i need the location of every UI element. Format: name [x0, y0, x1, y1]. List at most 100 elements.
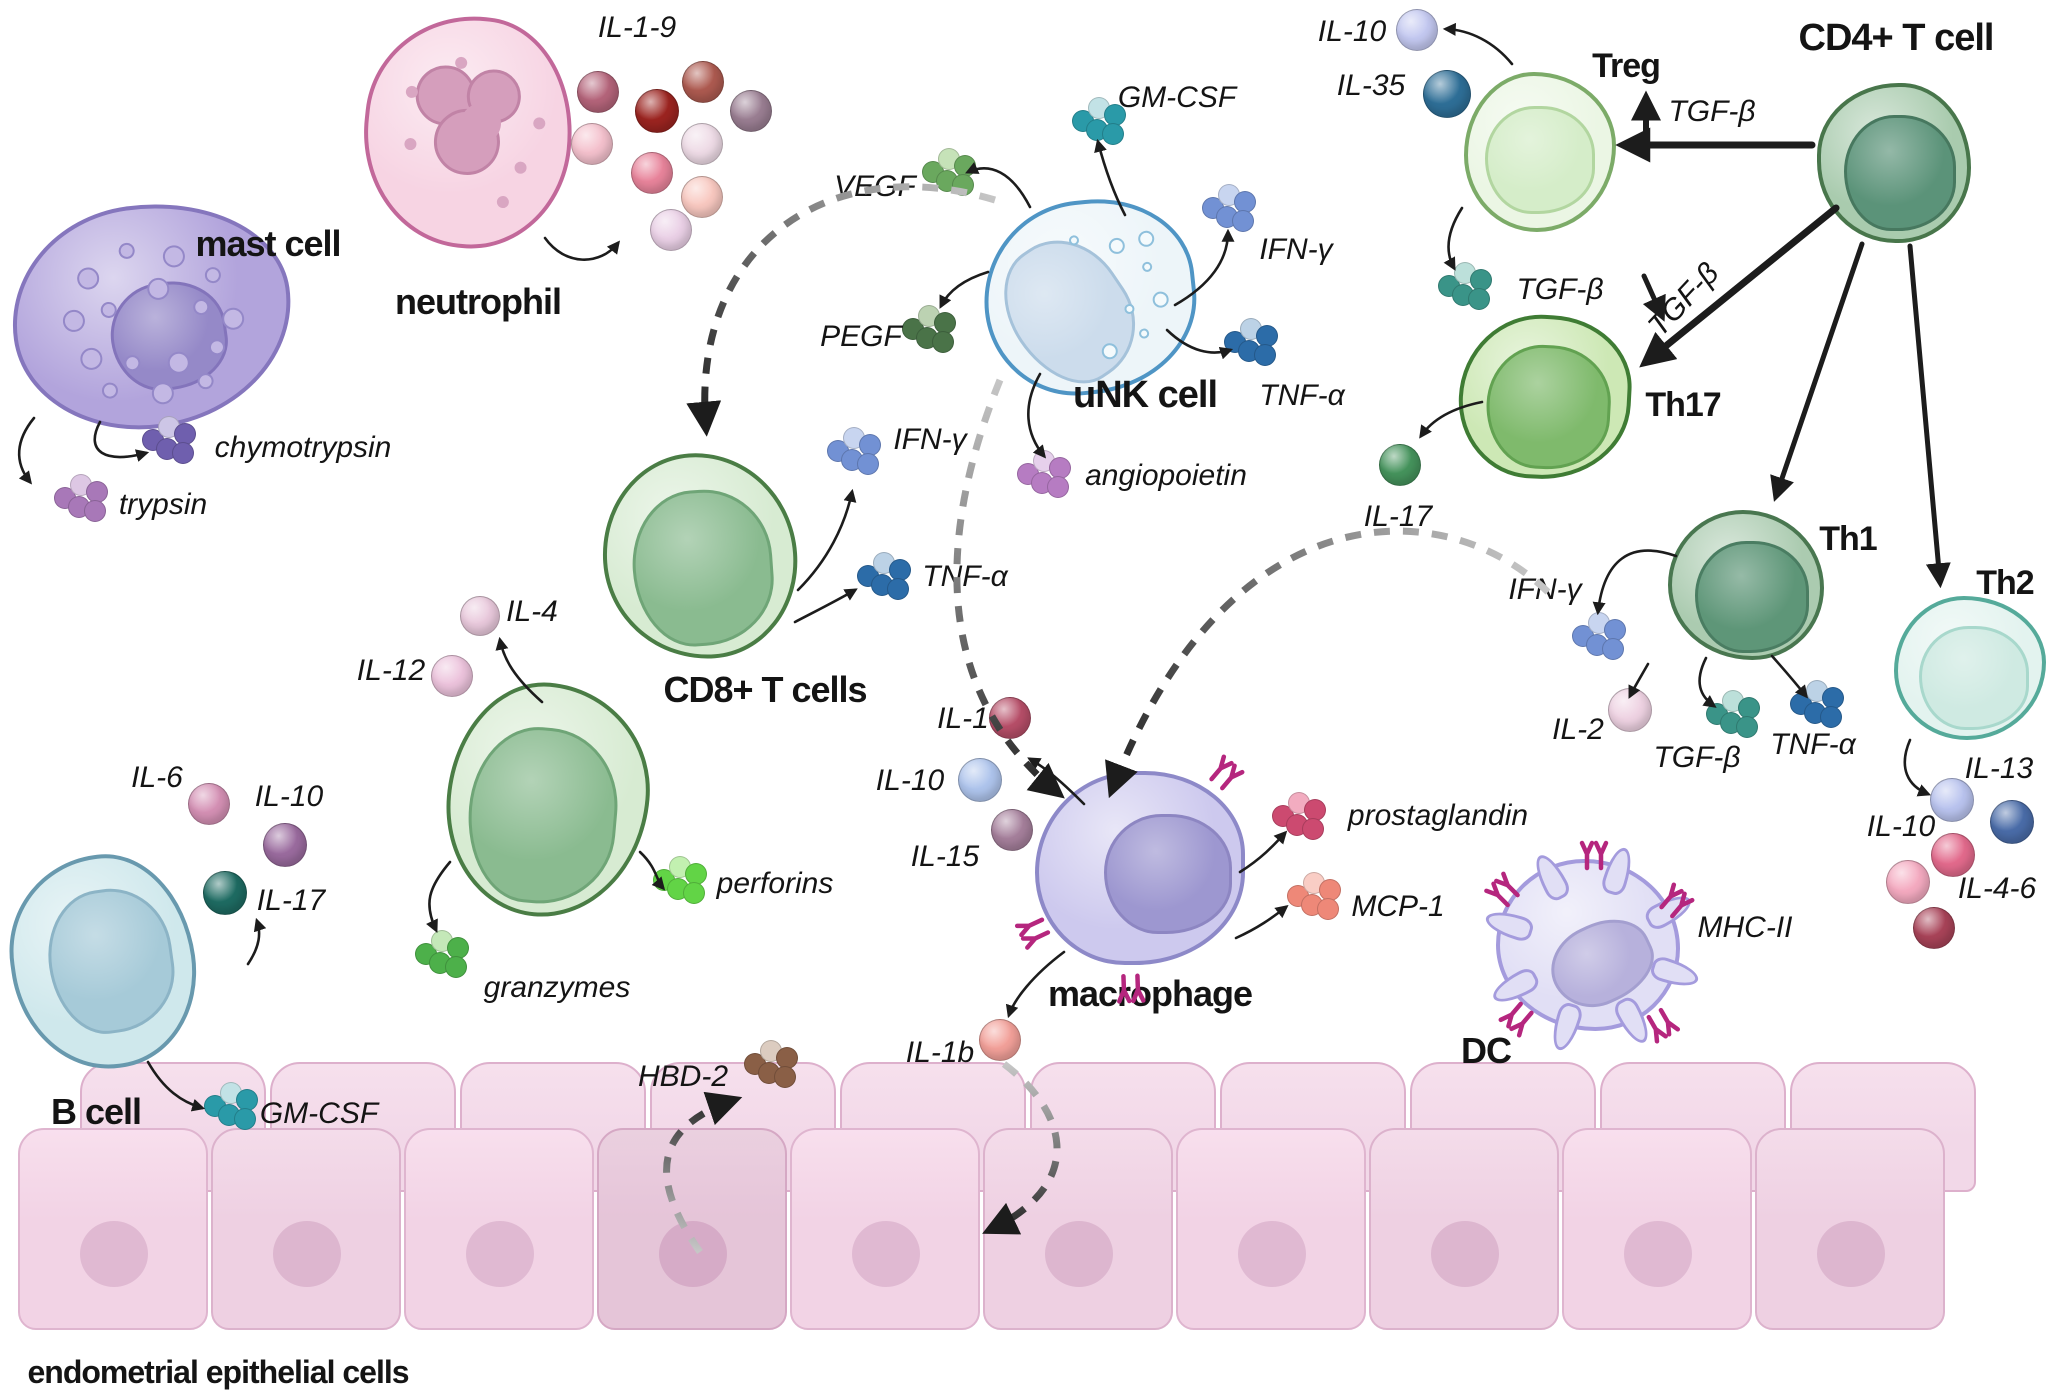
cell-neutrophil [352, 5, 584, 259]
neutrophil-granule [454, 56, 468, 70]
molecule-cluster-tnfa-unk [1254, 344, 1276, 366]
arrow-neutrophil-il19 [543, 236, 621, 261]
molecule-th2-blue [1990, 800, 2034, 844]
label-tnfa-cd8: TNF-α [922, 560, 1008, 593]
molecule-cluster-ifng-cd8 [857, 453, 879, 475]
unk-vesicle [1108, 237, 1126, 255]
arrow-th1-tnfa [1770, 654, 1809, 699]
molecule-il19-c [682, 61, 724, 103]
molecule-cluster-pegf [932, 331, 954, 353]
molecule-il19-e [571, 123, 613, 165]
nucleus-of-treg [1485, 106, 1595, 214]
label-th2: Th2 [1976, 564, 2034, 602]
label-vegf: VEGF [834, 170, 916, 203]
label-il10-macro: IL-10 [875, 764, 945, 797]
molecule-il10-bcell [263, 823, 307, 867]
arrow-macrophage-mcp1 [1234, 904, 1289, 940]
arrow-unk-pegf [939, 270, 990, 309]
label-trypsin: trypsin [118, 488, 208, 521]
label-mhc2: MHC-II [1697, 911, 1793, 944]
dc-dendrite [1610, 994, 1655, 1049]
molecule-il13 [1930, 778, 1974, 822]
mast-cell-granule [61, 308, 87, 334]
dashed-arrow-unk-to-cd8 [686, 183, 997, 437]
molecule-il19-g [631, 152, 673, 194]
label-angiopoietin: angiopoietin [1085, 459, 1247, 492]
label-endometrial-epithelial-cells: endometrial epithelial cells [27, 1354, 409, 1390]
epithelial-nucleus [1816, 1221, 1885, 1288]
label-treg: Treg [1592, 47, 1661, 85]
molecule-il6 [188, 783, 230, 825]
nucleus-of-th1 [1695, 541, 1809, 653]
label-tnfa-unk: TNF-α [1259, 379, 1345, 412]
label-chymotrypsin: chymotrypsin [214, 431, 392, 464]
dc-dendrite [1529, 849, 1574, 904]
epithelial-cell [211, 1128, 401, 1330]
label-il19: IL-1-9 [597, 11, 677, 44]
label-il12: IL-12 [356, 654, 426, 687]
label-dc: DC [1461, 1030, 1512, 1071]
mast-cell-granule [78, 346, 104, 372]
molecule-cluster-prostaglandin [1302, 818, 1324, 840]
epithelial-nucleus [79, 1221, 148, 1288]
label-il17-th17: IL-17 [1363, 500, 1433, 533]
epithelial-cell [1755, 1128, 1945, 1330]
label-il4: IL-4 [506, 595, 558, 628]
molecule-il19-b [635, 89, 679, 133]
mast-cell-granule [100, 381, 120, 400]
label-tnfa-th1: TNF-α [1770, 728, 1856, 761]
arrow-cd8-tnfa [793, 588, 858, 624]
molecule-il35 [1423, 70, 1471, 118]
label-il10-treg: IL-10 [1317, 15, 1387, 48]
arrow-cd8b-granzymes [426, 860, 452, 933]
mhc2-receptor-icon [1646, 1007, 1681, 1044]
cell-macrophage [1035, 771, 1245, 965]
arrow-treg-il10 [1442, 22, 1514, 66]
label-unk-cell: uNK cell [1072, 374, 1218, 416]
mast-cell-granule [196, 372, 215, 391]
epithelial-cell [404, 1128, 594, 1330]
label-il10-th2: IL-10 [1866, 810, 1936, 843]
molecule-cluster-ifng-unk [1232, 210, 1254, 232]
dc-dendrite [1599, 844, 1637, 898]
label-cd8-t-cells: CD8+ T cells [663, 669, 867, 710]
epithelial-cell [1369, 1128, 1559, 1330]
molecule-il1 [989, 697, 1031, 739]
label-tgfb-th1: TGF-β [1653, 741, 1741, 774]
molecule-cluster-tgfb-treg [1468, 288, 1490, 310]
cell-cd8-t-cell-2 [437, 674, 659, 926]
arrow-th1-tgfb [1698, 656, 1717, 708]
nucleus-of-th17 [1483, 342, 1614, 473]
dashed-arrow-th1-to-macrophage [1105, 527, 1551, 799]
label-il6: IL-6 [131, 761, 183, 794]
arrow-unk-vegf [965, 162, 1032, 209]
label-tgfb-down: TGF-β [1641, 256, 1726, 343]
epithelial-cell [1176, 1128, 1366, 1330]
cell-unk-cell [974, 189, 1206, 406]
cell-cd4-t-cell [1817, 83, 1971, 243]
nucleus-of-cd4-t-cell [1844, 115, 1956, 231]
neutrophil-granule [513, 161, 528, 175]
epithelial-cell [790, 1128, 980, 1330]
molecule-cluster-tnfa-cd8 [887, 578, 909, 600]
molecule-il19-i [650, 209, 692, 251]
label-tgfb-treg: TGF-β [1516, 273, 1604, 306]
epithelial-nucleus [465, 1221, 534, 1288]
epithelial-cell [983, 1128, 1173, 1330]
label-il1b: IL-1b [905, 1036, 975, 1069]
neutrophil-granule [496, 195, 510, 209]
label-ifng-unk: IFN-γ [1259, 233, 1333, 266]
molecule-cluster-hbd2 [774, 1066, 796, 1088]
molecule-il19-f [681, 123, 723, 165]
label-cd4-t-cell: CD4+ T cell [1798, 17, 1995, 59]
label-ifng-cd8: IFN-γ [893, 423, 967, 456]
label-tgfb-up: TGF-β [1668, 95, 1756, 128]
dc-dendrite [1547, 1000, 1585, 1054]
dc-dendrite [1649, 954, 1702, 992]
unk-vesicle [1141, 261, 1153, 273]
epithelial-nucleus [272, 1221, 341, 1288]
molecule-cluster-gmcsf-bcell [234, 1108, 256, 1130]
molecule-il1b [979, 1019, 1021, 1061]
label-th17: Th17 [1645, 386, 1721, 424]
